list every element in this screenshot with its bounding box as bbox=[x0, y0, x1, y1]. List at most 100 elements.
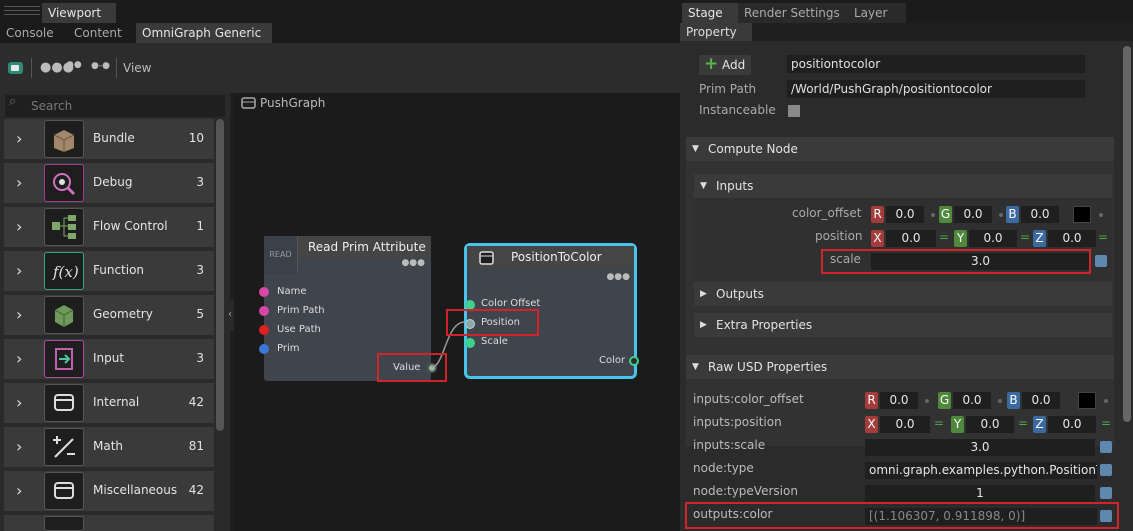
link-icon[interactable]: = bbox=[934, 416, 945, 430]
position-y-input[interactable]: 0.0 bbox=[969, 230, 1017, 247]
default-value-indicator[interactable] bbox=[1100, 441, 1112, 453]
node-menu-icon[interactable]: ●●● bbox=[401, 258, 425, 268]
link-icon[interactable]: = bbox=[1098, 230, 1109, 244]
triangle-right-icon: ▶ bbox=[700, 289, 707, 299]
chevron-right-icon[interactable]: › bbox=[16, 129, 23, 148]
node-header[interactable]: READ Read Prim Attribute bbox=[264, 236, 431, 274]
color-offset-b-input[interactable]: 0.0 bbox=[1021, 206, 1059, 223]
inputs-section[interactable]: ▼ Inputs bbox=[694, 174, 1112, 198]
tab-render-settings[interactable]: Render Settings bbox=[738, 3, 848, 23]
color-swatch[interactable] bbox=[1078, 392, 1096, 409]
library-category-math[interactable]: › Math 81 bbox=[4, 427, 214, 467]
chevron-right-icon[interactable]: › bbox=[16, 305, 23, 324]
section-title: Inputs bbox=[716, 179, 754, 193]
color-swatch[interactable] bbox=[1073, 206, 1091, 223]
property-scrollbar[interactable] bbox=[1123, 46, 1131, 422]
tab-content[interactable]: Content bbox=[74, 26, 122, 40]
position-z-input[interactable]: 0.0 bbox=[1048, 230, 1096, 247]
node-type-input[interactable]: omni.graph.examples.python.PositionToC bbox=[865, 462, 1097, 479]
chevron-right-icon[interactable]: › bbox=[16, 349, 23, 368]
raw-usd-section[interactable]: ▼ Raw USD Properties bbox=[686, 355, 1114, 379]
chevron-right-icon[interactable]: › bbox=[16, 261, 23, 280]
library-scrollbar[interactable] bbox=[216, 119, 224, 431]
input-port[interactable] bbox=[259, 325, 269, 335]
raw-position-x-input[interactable]: 0.0 bbox=[880, 416, 930, 433]
extra-properties-section[interactable]: ▶ Extra Properties bbox=[694, 313, 1112, 337]
library-category-bundle[interactable]: › Bundle 10 bbox=[4, 119, 214, 159]
output-port[interactable] bbox=[629, 356, 639, 366]
default-value-indicator[interactable] bbox=[1100, 510, 1112, 522]
raw-color-offset-b-input[interactable]: 0.0 bbox=[1022, 392, 1060, 409]
tab-viewport[interactable]: Viewport bbox=[42, 3, 116, 23]
default-value-indicator[interactable] bbox=[1100, 487, 1112, 499]
tab-stage[interactable]: Stage bbox=[682, 3, 738, 23]
search-icon: ⌕ bbox=[9, 94, 17, 109]
chevron-right-icon[interactable]: › bbox=[16, 393, 23, 412]
property-panel: + Add positiontocolor Prim Path /World/P… bbox=[680, 41, 1133, 531]
library-category-partial[interactable] bbox=[4, 515, 214, 531]
library-category-input[interactable]: › Input 3 bbox=[4, 339, 214, 379]
drag-grip-icon[interactable] bbox=[4, 6, 40, 18]
outputs-section[interactable]: ▶ Outputs bbox=[694, 282, 1112, 306]
raw-scale-input[interactable]: 3.0 bbox=[865, 439, 1095, 456]
library-category-flow-control[interactable]: › Flow Control 1 bbox=[4, 207, 214, 247]
default-value-indicator[interactable] bbox=[1095, 255, 1107, 267]
search-input[interactable]: Search bbox=[5, 95, 225, 117]
input-port[interactable] bbox=[465, 319, 475, 329]
raw-position-z-input[interactable]: 0.0 bbox=[1048, 416, 1096, 433]
tab-omnigraph-generic[interactable]: OmniGraph Generic bbox=[136, 23, 272, 43]
input-port[interactable] bbox=[465, 338, 475, 348]
compute-node-section[interactable]: ▼ Compute Node bbox=[686, 137, 1114, 161]
tab-layer[interactable]: Layer bbox=[848, 3, 906, 23]
view-menu[interactable]: View bbox=[123, 61, 152, 75]
plus-icon: + bbox=[704, 54, 719, 74]
prim-path-input[interactable]: /World/PushGraph/positiontocolor bbox=[787, 80, 1085, 98]
category-label: Geometry bbox=[93, 307, 153, 321]
collapse-panel-button[interactable]: ‹ bbox=[226, 300, 234, 330]
input-port[interactable] bbox=[465, 300, 475, 310]
library-category-internal[interactable]: › Internal 42 bbox=[4, 383, 214, 423]
type-version-input[interactable]: 1 bbox=[865, 485, 1095, 502]
library-category-function[interactable]: › f(x) Function 3 bbox=[4, 251, 214, 291]
graph-icon[interactable] bbox=[7, 60, 25, 76]
raw-position-y-input[interactable]: 0.0 bbox=[966, 416, 1014, 433]
chevron-right-icon[interactable]: › bbox=[16, 437, 23, 456]
scale-input[interactable]: 3.0 bbox=[871, 253, 1090, 270]
tab-property[interactable]: Property bbox=[680, 23, 752, 41]
connections-icon[interactable]: ●-● bbox=[91, 61, 110, 71]
instanceable-checkbox[interactable] bbox=[788, 105, 800, 117]
library-category-geometry[interactable]: › Geometry 5 bbox=[4, 295, 214, 335]
link-icon[interactable]: = bbox=[1018, 416, 1029, 430]
output-port[interactable] bbox=[427, 363, 437, 373]
color-offset-r-input[interactable]: 0.0 bbox=[886, 206, 924, 223]
right-tab-bar: Stage Render Settings Layer bbox=[680, 0, 1133, 23]
collapse-all-icon[interactable]: ●●● bbox=[40, 60, 75, 75]
graph-canvas[interactable]: PushGraph READ Read Prim Attribute ●●● N… bbox=[234, 93, 680, 531]
expand-icon[interactable]: ●● bbox=[66, 60, 82, 70]
input-port[interactable] bbox=[259, 287, 269, 297]
link-icon[interactable]: = bbox=[939, 230, 950, 244]
link-icon[interactable]: = bbox=[1020, 230, 1031, 244]
raw-color-offset-g-input[interactable]: 0.0 bbox=[953, 392, 991, 409]
read-prim-attribute-node[interactable]: READ Read Prim Attribute ●●● Name Prim P… bbox=[259, 236, 437, 381]
raw-color-offset-r-input[interactable]: 0.0 bbox=[880, 392, 918, 409]
position-x-input[interactable]: 0.0 bbox=[886, 230, 936, 247]
tab-console[interactable]: Console bbox=[6, 26, 54, 40]
input-port[interactable] bbox=[259, 344, 269, 354]
default-value-indicator[interactable] bbox=[1100, 464, 1112, 476]
category-count: 10 bbox=[188, 131, 204, 145]
chevron-right-icon[interactable]: › bbox=[16, 481, 23, 500]
input-port[interactable] bbox=[259, 306, 269, 316]
chevron-right-icon[interactable]: › bbox=[16, 217, 23, 236]
add-button[interactable]: + Add bbox=[699, 54, 751, 75]
separator-dot bbox=[1099, 213, 1103, 217]
node-header[interactable]: PositionToColor bbox=[467, 246, 634, 268]
node-menu-icon[interactable]: ●●● bbox=[606, 272, 630, 282]
chevron-right-icon[interactable]: › bbox=[16, 173, 23, 192]
color-offset-g-input[interactable]: 0.0 bbox=[954, 206, 992, 223]
link-icon[interactable]: = bbox=[1101, 416, 1112, 430]
library-category-miscellaneous[interactable]: › Miscellaneous 42 bbox=[4, 471, 214, 511]
library-category-debug[interactable]: › Debug 3 bbox=[4, 163, 214, 203]
prim-name-input[interactable]: positiontocolor bbox=[787, 55, 1085, 73]
position-to-color-node[interactable]: PositionToColor ●●● Color Offset Positio… bbox=[464, 243, 639, 379]
